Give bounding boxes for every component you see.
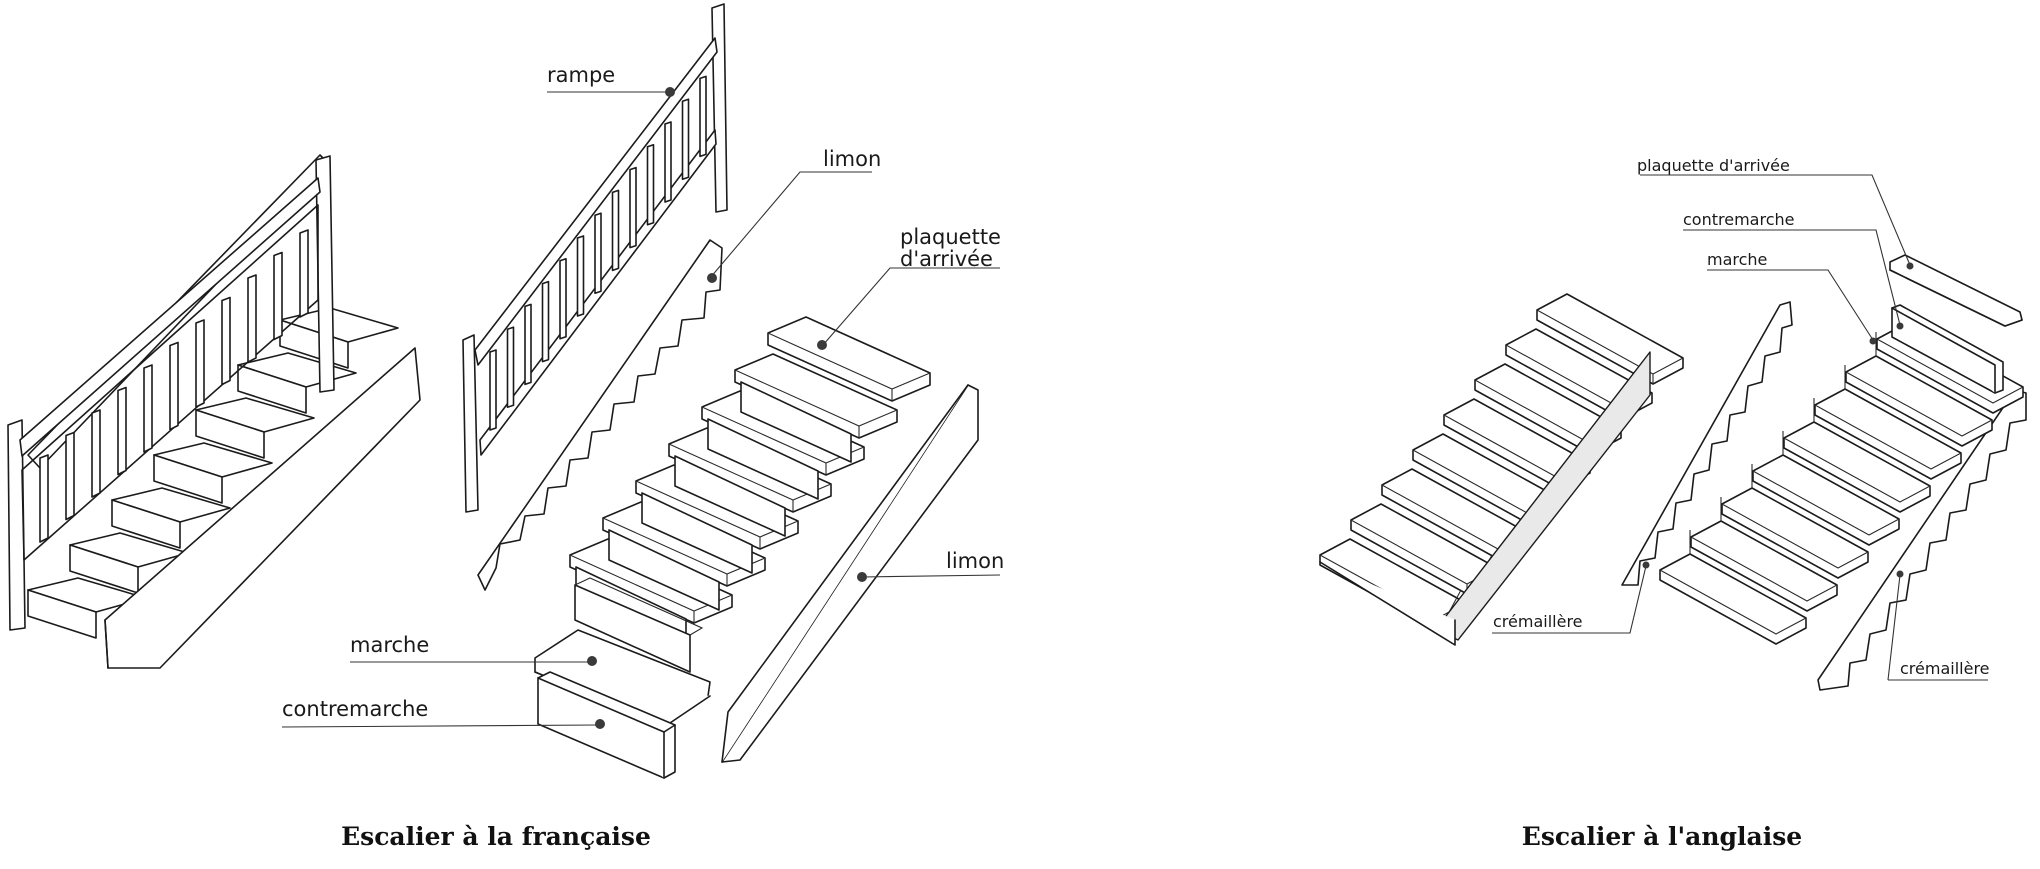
assembled-riser	[195, 409, 265, 459]
baluster	[39, 454, 49, 543]
rampe-baluster	[594, 212, 602, 294]
label-plaquette-arrivee: plaquette d'arrivée	[1637, 156, 1790, 175]
rampe-baluster	[646, 144, 655, 226]
rampe-dot	[665, 87, 675, 97]
label-contremarche: contremarche	[282, 697, 428, 721]
assembled-riser	[111, 499, 181, 549]
assembled-french-stair	[7, 154, 421, 669]
label-limon-right: limon	[946, 549, 1004, 573]
rampe-baluster	[506, 326, 515, 408]
rampe-baluster	[611, 189, 620, 272]
limon-zigzag	[477, 239, 723, 591]
right-leaders	[1492, 174, 1988, 681]
plaquette-dot	[817, 340, 827, 350]
assembled-riser	[237, 364, 307, 414]
assembled-riser	[27, 589, 97, 639]
english-stair-exploded	[1621, 254, 2027, 691]
limon-top-dot	[707, 273, 717, 283]
english-tread	[1443, 398, 1591, 490]
limon-board	[721, 384, 979, 763]
label-cremaillere-left: crémaillère	[1493, 612, 1583, 631]
assembled-riser	[153, 454, 223, 504]
baluster	[299, 229, 309, 318]
baluster	[195, 319, 205, 408]
rampe-baluster	[559, 258, 567, 340]
right-labels: plaquette d'arrivée contremarche marche …	[1493, 156, 1990, 678]
exploded-tread	[734, 353, 898, 439]
rampe-baluster	[664, 121, 672, 203]
caption-english: Escalier à l'anglaise	[1522, 822, 1802, 851]
label-contremarche-en: contremarche	[1683, 210, 1794, 229]
rampe-baluster	[629, 166, 637, 249]
assembled-rail	[7, 155, 335, 631]
label-limon-top: limon	[823, 147, 881, 171]
baluster	[91, 409, 101, 498]
english-tread	[1474, 363, 1622, 455]
limon-right-dot	[857, 572, 867, 582]
rampe-baluster	[541, 280, 550, 363]
exploded-french-stair	[462, 3, 979, 779]
rampe-baluster	[699, 75, 707, 158]
rampe-baluster	[489, 349, 497, 431]
label-plaquette-line1: plaquette	[900, 225, 1001, 249]
baluster	[273, 251, 283, 341]
baluster	[65, 431, 75, 521]
baluster	[117, 386, 127, 476]
rampe-baluster	[681, 98, 690, 180]
baluster	[143, 364, 153, 453]
rampe-part	[462, 3, 728, 513]
exploded-tread	[767, 316, 931, 402]
exploded-riser	[574, 584, 691, 673]
label-cremaillere-right: crémaillère	[1900, 659, 1990, 678]
rampe-baluster	[576, 235, 585, 317]
exploded-riser	[740, 381, 852, 463]
label-rampe: rampe	[547, 63, 615, 87]
contremarche-dot	[595, 719, 605, 729]
label-plaquette-line2: d'arrivée	[900, 247, 993, 271]
baluster	[247, 274, 257, 363]
cremaillere-right	[1817, 389, 2027, 691]
caption-french: Escalier à la française	[341, 822, 651, 851]
rampe-baluster	[524, 303, 532, 386]
exploded-riser	[608, 529, 720, 611]
label-marche: marche	[350, 633, 429, 657]
exploded-riser	[707, 418, 819, 500]
baluster	[221, 296, 231, 386]
left-labels: rampe limon plaquette d'arrivée limon ma…	[282, 63, 1004, 721]
baluster	[169, 341, 179, 431]
english-stair-assembled	[1319, 293, 1684, 646]
left-leaders	[281, 87, 1001, 729]
exploded-riser	[674, 455, 786, 537]
marche-dot	[587, 656, 597, 666]
exploded-riser	[641, 492, 753, 574]
cremaillere-left	[1621, 301, 1793, 586]
label-marche-en: marche	[1707, 250, 1767, 269]
